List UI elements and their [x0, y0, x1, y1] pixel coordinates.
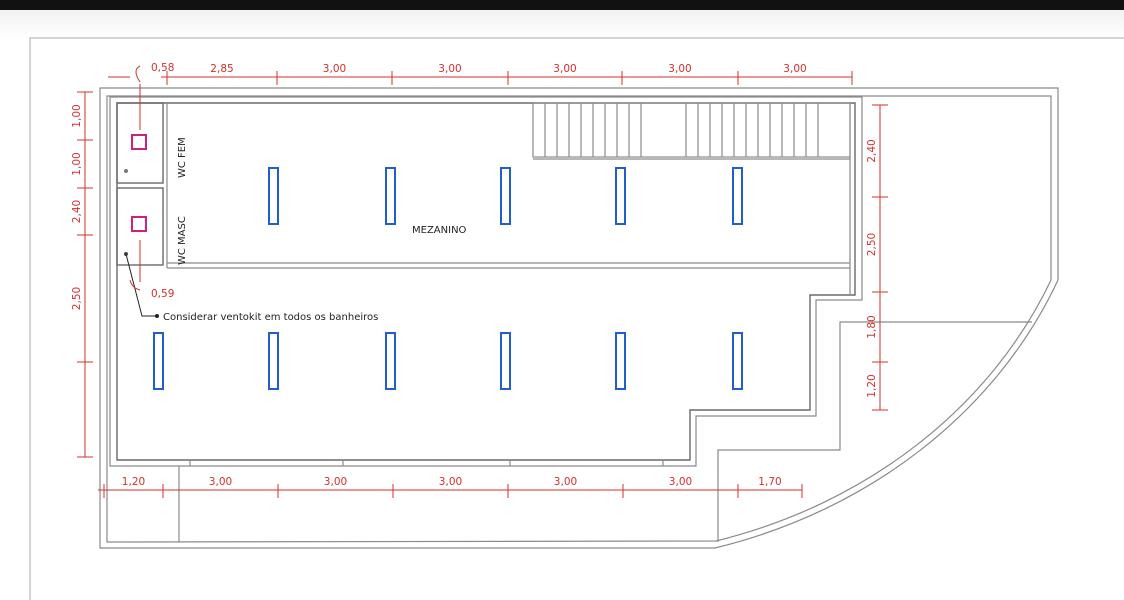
dimension-lines: 2,85 3,00 3,00 3,00 3,00 3,00 1,20 3,00 3,00 3,00… — [71, 63, 888, 498]
light-fixture — [385, 332, 396, 390]
dim-0-58: 0,58 — [151, 62, 174, 74]
wc-offset-dims: 0,58 0,59 — [129, 62, 174, 300]
dimension-label: 3,00 — [669, 476, 692, 488]
light-fixture — [268, 332, 279, 390]
light-fixture — [732, 167, 743, 225]
ventokit-note: Considerar ventokit em todos os banheiro… — [163, 312, 378, 323]
dimension-label: 2,50 — [71, 287, 83, 310]
ventokit-icon — [131, 134, 147, 150]
dimension-label: 1,80 — [866, 315, 878, 338]
drawing-sheet — [0, 10, 1124, 600]
drain-icon — [124, 169, 128, 173]
dimension-label: 1,00 — [71, 152, 83, 175]
dimension-label: 1,20 — [866, 374, 878, 397]
room-label-mezanino: MEZANINO — [412, 225, 467, 236]
mezzanine-outline — [109, 96, 863, 467]
light-fixture — [615, 167, 626, 225]
light-fixture — [385, 167, 396, 225]
dimension-label: 3,00 — [323, 63, 346, 75]
dimension-label: 3,00 — [783, 63, 806, 75]
dimension-label: 3,00 — [438, 63, 461, 75]
dimension-label: 2,40 — [71, 200, 83, 223]
dimension-label: 1,20 — [122, 476, 145, 488]
top-bar — [0, 0, 1124, 10]
light-fixture — [500, 167, 511, 225]
light-fixtures — [153, 167, 743, 390]
sheet-frame — [29, 37, 1124, 600]
light-fixture — [500, 332, 511, 390]
dimension-label: 3,00 — [209, 476, 232, 488]
dimension-label: 2,40 — [866, 139, 878, 162]
dimension-label: 3,00 — [553, 63, 576, 75]
dimension-label: 3,00 — [554, 476, 577, 488]
dimension-label: 3,00 — [668, 63, 691, 75]
dimension-label: 2,50 — [866, 233, 878, 256]
outer-walls — [99, 87, 1059, 549]
wc-masc-label: WC MASC — [177, 216, 188, 265]
light-fixture — [153, 332, 164, 390]
light-fixture — [732, 332, 743, 390]
staircase — [532, 102, 851, 160]
dimension-label: 3,00 — [324, 476, 347, 488]
light-fixture — [615, 332, 626, 390]
dimension-label: 1,70 — [758, 476, 781, 488]
dim-0-59: 0,59 — [151, 288, 174, 300]
wc-fem-label: WC FEM — [177, 137, 188, 178]
light-fixture — [268, 167, 279, 225]
dimension-label: 1,00 — [71, 104, 83, 127]
note-leader — [125, 253, 156, 317]
bathrooms: WC FEM WC MASC — [116, 102, 188, 268]
ventokit-icon — [131, 216, 147, 232]
note-bullet-icon — [155, 314, 159, 318]
dimension-label: 3,00 — [439, 476, 462, 488]
dimension-label: 2,85 — [210, 63, 233, 75]
